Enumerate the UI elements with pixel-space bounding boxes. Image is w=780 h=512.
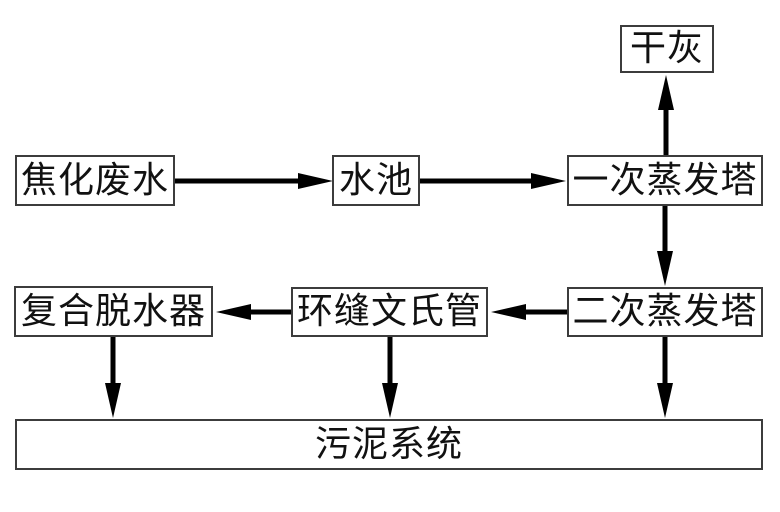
arrow-coking-wastewater-to-water-pool xyxy=(175,173,333,189)
node-sludge-system: 污泥系统 xyxy=(15,419,763,470)
node-secondary-evaporation-tower: 二次蒸发塔 xyxy=(567,287,763,337)
arrow-venturi-to-dehydrator xyxy=(216,304,291,320)
arrow-water-pool-to-primary-tower xyxy=(420,173,566,189)
arrow-venturi-to-sludge-system xyxy=(382,337,398,418)
arrow-primary-tower-to-secondary-tower xyxy=(657,206,673,286)
arrow-secondary-tower-to-sludge-system xyxy=(657,337,673,418)
node-primary-evaporation-tower: 一次蒸发塔 xyxy=(567,155,763,206)
arrow-dehydrator-to-sludge-system xyxy=(105,337,121,418)
node-annular-venturi-tube: 环缝文氏管 xyxy=(291,287,488,337)
arrow-secondary-tower-to-venturi xyxy=(491,304,567,320)
node-composite-dehydrator: 复合脱水器 xyxy=(14,286,213,337)
node-water-pool: 水池 xyxy=(332,155,420,206)
node-coking-wastewater: 焦化废水 xyxy=(15,155,175,206)
arrow-primary-tower-to-dry-ash xyxy=(658,75,674,155)
node-dry-ash: 干灰 xyxy=(620,25,714,73)
